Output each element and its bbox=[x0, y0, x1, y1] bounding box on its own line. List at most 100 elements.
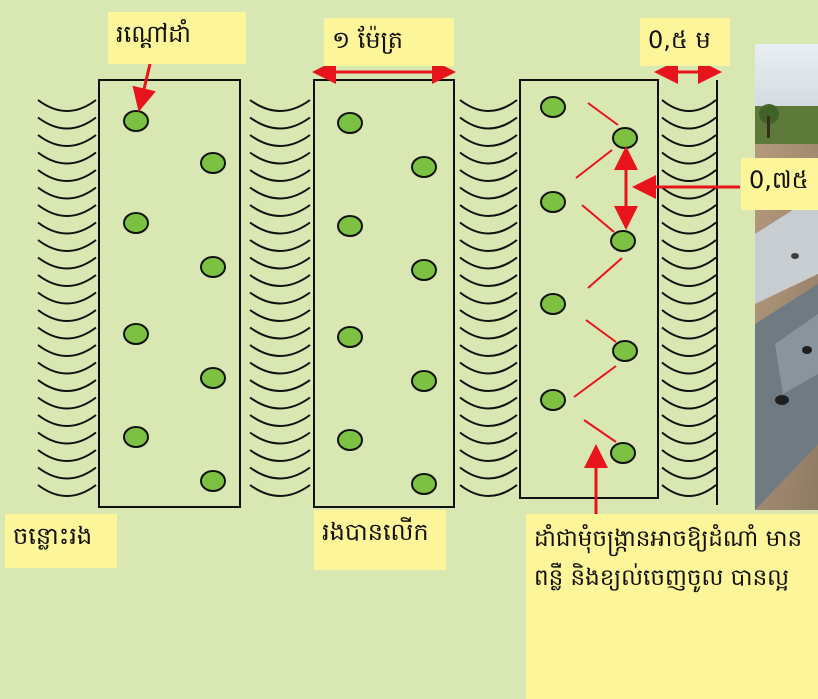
furrow-arc bbox=[37, 326, 97, 340]
furrow-arc bbox=[459, 466, 518, 480]
planting-hole bbox=[540, 389, 566, 411]
furrow-arc bbox=[661, 431, 717, 445]
field-photo bbox=[755, 44, 818, 510]
furrow-arc bbox=[249, 291, 311, 305]
furrow-label: ចន្លោះរង bbox=[5, 514, 117, 568]
furrow-arc bbox=[661, 396, 717, 410]
furrow-arc bbox=[249, 396, 311, 410]
furrow-arc bbox=[249, 274, 311, 287]
furrow-arc bbox=[459, 414, 518, 427]
furrow-arc bbox=[249, 326, 311, 340]
furrow-arc bbox=[249, 431, 311, 445]
furrow-arc bbox=[661, 466, 717, 480]
gap-width-label: 0,៥ ម bbox=[640, 18, 730, 66]
raised-beds bbox=[98, 79, 718, 508]
furrow-arc bbox=[249, 379, 311, 392]
furrow-arc bbox=[37, 99, 97, 112]
furrow-arc bbox=[37, 186, 97, 200]
planting-hole bbox=[612, 127, 638, 149]
planting-hole bbox=[612, 340, 638, 362]
furrow-arc bbox=[37, 484, 97, 497]
furrow-arc bbox=[249, 151, 311, 165]
furrow-arc bbox=[37, 169, 97, 182]
furrow-arc bbox=[249, 169, 311, 182]
row-spacing-label: 0,៧៥ bbox=[741, 158, 818, 210]
furrow-arc bbox=[661, 256, 717, 270]
planting-hole bbox=[200, 256, 226, 278]
furrow-arc bbox=[37, 151, 97, 165]
furrow-arc bbox=[37, 291, 97, 305]
planting-hole bbox=[411, 473, 437, 495]
furrow-arc bbox=[249, 309, 311, 322]
furrow-arc bbox=[37, 466, 97, 480]
planting-hole bbox=[540, 96, 566, 118]
planting-hole bbox=[337, 429, 363, 451]
planting-holes bbox=[123, 96, 638, 495]
furrow-arc bbox=[37, 361, 97, 375]
furrow-arc bbox=[459, 204, 518, 217]
furrow-arc bbox=[249, 221, 311, 235]
planting-hole bbox=[411, 370, 437, 392]
furrow-arc bbox=[249, 466, 311, 480]
furrow-arc bbox=[249, 186, 311, 200]
furrow-arc bbox=[661, 449, 717, 462]
furrow-arc bbox=[249, 239, 311, 252]
planting-hole bbox=[123, 426, 149, 448]
zigzag-note-label: ដាំជាមុំចង្ក្រានអាចឱ្យដំណាំ មានពន្លឺ និង… bbox=[526, 514, 818, 699]
furrow-arc bbox=[661, 484, 717, 497]
furrow-arc bbox=[459, 361, 518, 375]
annotation-arrows bbox=[132, 60, 740, 518]
furrow-arc bbox=[661, 414, 717, 427]
furrow-arc bbox=[661, 134, 717, 147]
furrow-arc bbox=[37, 449, 97, 462]
furrow-arc bbox=[661, 344, 717, 357]
furrow-arc bbox=[661, 274, 717, 287]
furrow-arc bbox=[249, 449, 311, 462]
furrow-arc bbox=[459, 151, 518, 165]
planting-hole bbox=[337, 215, 363, 237]
furrow-arc bbox=[37, 239, 97, 252]
furrow-arc bbox=[459, 116, 518, 130]
planting-hole bbox=[411, 156, 437, 178]
furrow-arc bbox=[249, 134, 311, 147]
furrow-arc bbox=[661, 309, 717, 322]
raised-bed-label: រងបានលើក bbox=[314, 510, 446, 570]
furrow-arc bbox=[37, 221, 97, 235]
furrow-arcs bbox=[37, 99, 717, 497]
furrow-arc bbox=[459, 186, 518, 200]
furrow-arc bbox=[661, 204, 717, 217]
furrow-arc bbox=[459, 344, 518, 357]
furrow-arc bbox=[459, 274, 518, 287]
furrow-arc bbox=[249, 99, 311, 112]
furrow-arc bbox=[459, 256, 518, 270]
planting-hole bbox=[200, 367, 226, 389]
raised-bed-1 bbox=[98, 79, 241, 508]
furrow-arc bbox=[249, 361, 311, 375]
furrow-arc bbox=[459, 239, 518, 252]
planting-hole bbox=[123, 110, 149, 132]
planting-hole bbox=[337, 326, 363, 348]
furrow-arc bbox=[459, 99, 518, 112]
furrow-arc bbox=[459, 449, 518, 462]
furrow-arc bbox=[249, 414, 311, 427]
furrow-arc bbox=[459, 221, 518, 235]
furrow-arc bbox=[459, 169, 518, 182]
planting-hole-label: រណ្តៅដាំ bbox=[108, 12, 246, 64]
furrow-arc bbox=[37, 414, 97, 427]
raised-bed-3 bbox=[519, 79, 659, 499]
furrow-arc bbox=[37, 309, 97, 322]
furrow-arc bbox=[37, 204, 97, 217]
furrow-arc bbox=[37, 379, 97, 392]
furrow-arc bbox=[661, 361, 717, 375]
planting-hole bbox=[610, 230, 636, 252]
furrow-arc bbox=[37, 274, 97, 287]
furrow-arc bbox=[661, 379, 717, 392]
furrow-arc bbox=[459, 484, 518, 497]
furrow-arc bbox=[249, 344, 311, 357]
furrow-arc bbox=[459, 291, 518, 305]
furrow-arc bbox=[661, 186, 717, 200]
furrow-arc bbox=[459, 134, 518, 147]
furrow-arc bbox=[459, 431, 518, 445]
furrow-arc bbox=[459, 379, 518, 392]
